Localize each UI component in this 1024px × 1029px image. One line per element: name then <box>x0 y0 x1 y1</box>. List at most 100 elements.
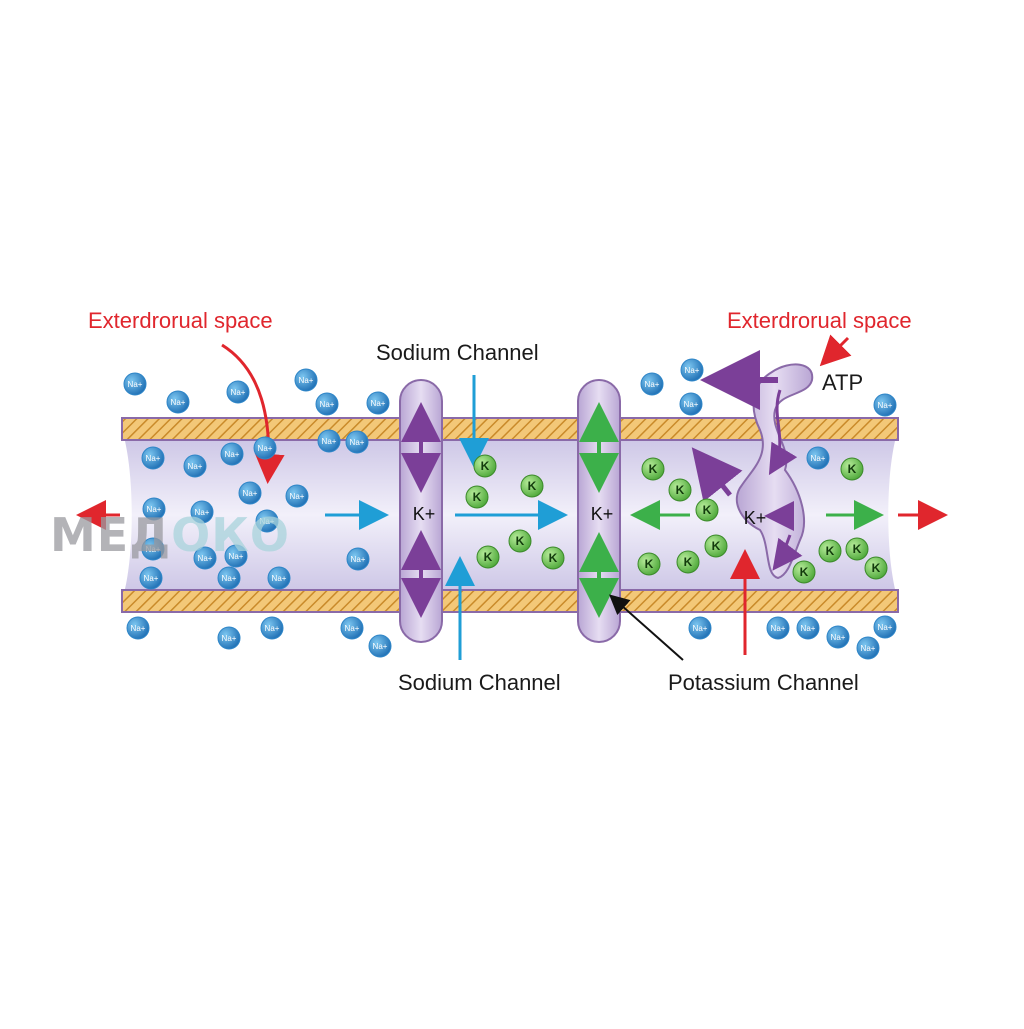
sodium-ion: Na+ <box>141 537 165 561</box>
sodium-ion-label: Na+ <box>222 574 237 583</box>
sodium-ion: Na+ <box>366 391 390 415</box>
potassium-ion-label: K <box>549 551 558 565</box>
sodium-ion-label: Na+ <box>290 492 305 501</box>
potassium-ion: K <box>676 550 700 574</box>
sodium-ion: Na+ <box>183 454 207 478</box>
potassium-ion-label: K <box>481 459 490 473</box>
sodium-ion: Na+ <box>253 436 277 460</box>
sodium-ion: Na+ <box>368 634 392 658</box>
potassium-ion: K <box>508 529 532 553</box>
potassium-ion-label: K <box>872 561 881 575</box>
sodium-ion: Na+ <box>806 446 830 470</box>
sodium-ion: Na+ <box>285 484 309 508</box>
sodium-ion-label: Na+ <box>350 438 365 447</box>
sodium-ion: Na+ <box>267 566 291 590</box>
sodium-ion: Na+ <box>856 636 880 660</box>
sodium-ion: Na+ <box>680 358 704 382</box>
potassium-ion: K <box>541 546 565 570</box>
sodium-ion-label: Na+ <box>128 380 143 389</box>
sodium-ion-label: Na+ <box>878 401 893 410</box>
sodium-ion-label: Na+ <box>258 444 273 453</box>
potassium-ion-label: K <box>826 544 835 558</box>
sodium-ion-label: Na+ <box>243 489 258 498</box>
potassium-ion-label: K <box>848 462 857 476</box>
potassium-ion-label: K <box>703 503 712 517</box>
potassium-ion-label: K <box>853 542 862 556</box>
sodium-channel-label-top: Sodium Channel <box>376 340 539 365</box>
sodium-ion-label: Na+ <box>684 400 699 409</box>
sodium-ion: Na+ <box>346 547 370 571</box>
sodium-ion-label: Na+ <box>144 574 159 583</box>
watermark: МЕДОКО <box>50 508 290 562</box>
sodium-ion: Na+ <box>190 500 214 524</box>
sodium-ion: Na+ <box>688 616 712 640</box>
potassium-ion-label: K <box>684 555 693 569</box>
extracellular-label-right: Exterdrorual space <box>727 308 912 333</box>
pointer-arrows <box>221 334 852 661</box>
sodium-ion: Na+ <box>640 372 664 396</box>
sodium-ion-label: Na+ <box>878 623 893 632</box>
sodium-ion-label: Na+ <box>861 644 876 653</box>
potassium-ion-label: K <box>645 557 654 571</box>
sodium-ion: Na+ <box>873 615 897 639</box>
sodium-ion: Na+ <box>193 546 217 570</box>
sodium-channel-1 <box>399 379 443 643</box>
sodium-ion: Na+ <box>294 368 318 392</box>
channel-ion-label-3: K+ <box>744 508 767 528</box>
potassium-ion: K <box>668 478 692 502</box>
sodium-ion-label: Na+ <box>811 454 826 463</box>
potassium-ion-label: K <box>484 550 493 564</box>
sodium-ion: Na+ <box>260 616 284 640</box>
atp-label: ATP <box>822 370 864 395</box>
potassium-ion: K <box>473 454 497 478</box>
sodium-ion: Na+ <box>315 392 339 416</box>
potassium-ion: K <box>864 556 888 580</box>
potassium-ion-label: K <box>712 539 721 553</box>
sodium-ion-label: Na+ <box>131 624 146 633</box>
sodium-ion: Na+ <box>217 566 241 590</box>
sodium-ion: Na+ <box>679 392 703 416</box>
sodium-ion: Na+ <box>826 625 850 649</box>
potassium-ion: K <box>818 539 842 563</box>
potassium-ion: K <box>704 534 728 558</box>
sodium-ion: Na+ <box>255 509 279 533</box>
sodium-ion-label: Na+ <box>229 552 244 561</box>
sodium-ion: Na+ <box>142 497 166 521</box>
sodium-ion-label: Na+ <box>351 555 366 564</box>
ions: Na+Na+Na+Na+Na+Na+Na+Na+Na+Na+Na+Na+Na+N… <box>123 358 897 660</box>
channel-ion-label-2: K+ <box>591 504 614 524</box>
sodium-ion-label: Na+ <box>195 508 210 517</box>
potassium-ion: K <box>840 457 864 481</box>
potassium-ion-label: K <box>528 479 537 493</box>
potassium-ion: K <box>641 457 665 481</box>
sodium-ion-label: Na+ <box>801 624 816 633</box>
potassium-channel-label: Potassium Channel <box>668 670 859 695</box>
sodium-ion: Na+ <box>238 481 262 505</box>
sodium-ion-label: Na+ <box>188 462 203 471</box>
sodium-ion-label: Na+ <box>260 517 275 526</box>
potassium-ion: K <box>520 474 544 498</box>
potassium-ion: K <box>695 498 719 522</box>
sodium-channel-label-bottom: Sodium Channel <box>398 670 561 695</box>
sodium-ion: Na+ <box>220 442 244 466</box>
sodium-ion-label: Na+ <box>272 574 287 583</box>
sodium-ion-label: Na+ <box>222 634 237 643</box>
potassium-ion-label: K <box>473 490 482 504</box>
sodium-ion: Na+ <box>766 616 790 640</box>
sodium-ion: Na+ <box>141 446 165 470</box>
sodium-ion-label: Na+ <box>147 505 162 514</box>
watermark-part-2: ОКО <box>171 508 290 562</box>
sodium-ion-label: Na+ <box>265 624 280 633</box>
sodium-ion: Na+ <box>166 390 190 414</box>
potassium-channel <box>577 379 621 643</box>
sodium-ion: Na+ <box>217 626 241 650</box>
sodium-ion-label: Na+ <box>645 380 660 389</box>
sodium-ion: Na+ <box>126 616 150 640</box>
sodium-ion-label: Na+ <box>146 545 161 554</box>
sodium-ion: Na+ <box>224 544 248 568</box>
sodium-ion: Na+ <box>340 616 364 640</box>
sodium-ion: Na+ <box>123 372 147 396</box>
potassium-ion: K <box>845 537 869 561</box>
sodium-ion-label: Na+ <box>171 398 186 407</box>
